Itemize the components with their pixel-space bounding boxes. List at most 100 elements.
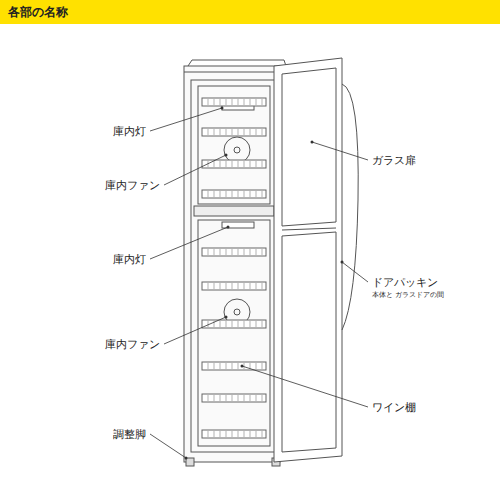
shelf-slat [262, 363, 263, 369]
shelf-slat [244, 129, 245, 135]
shelf-slat [244, 191, 245, 197]
shelf-slat [244, 395, 245, 401]
shelf-slat [256, 191, 257, 197]
shelf-slat [238, 161, 239, 167]
shelf-slat [238, 363, 239, 369]
part-label: 調整脚 [113, 428, 146, 441]
shelf-slat [214, 161, 215, 167]
shelf-slat [232, 363, 233, 369]
shelf-slat [244, 283, 245, 289]
part-label: ワイン棚 [372, 401, 416, 414]
shelf-slat [232, 99, 233, 105]
shelf [202, 394, 266, 402]
shelf-slat [208, 191, 209, 197]
shelf-slat [244, 161, 245, 167]
shelf-slat [214, 363, 215, 369]
shelf-slat [232, 321, 233, 327]
shelf-slat [250, 395, 251, 401]
shelf-slat [244, 249, 245, 255]
shelf-slat [238, 191, 239, 197]
shelf-slat [256, 395, 257, 401]
shelf-slat [244, 363, 245, 369]
shelf-slat [256, 283, 257, 289]
shelf-slat [250, 161, 251, 167]
shelf [202, 430, 266, 438]
shelf-slat [214, 283, 215, 289]
sub-note: 本体と ガラスドアの間 [372, 291, 444, 299]
shelf-slat [232, 249, 233, 255]
shelf-slat [244, 99, 245, 105]
shelf-slat [208, 431, 209, 437]
shelf-slat [256, 363, 257, 369]
shelf-slat [256, 431, 257, 437]
shelf-slat [238, 129, 239, 135]
shelf-slat [220, 161, 221, 167]
shelf-slat [226, 321, 227, 327]
shelf-slat [226, 161, 227, 167]
shelf-slat [214, 249, 215, 255]
leader-dots [185, 107, 344, 460]
shelf-slat [208, 363, 209, 369]
shelf-slat [238, 321, 239, 327]
shelf-slat [226, 249, 227, 255]
part-label: 庫内ファン [105, 179, 160, 192]
shelf-slat [262, 249, 263, 255]
part-label: ドアパッキン [372, 276, 438, 289]
shelf-slat [262, 161, 263, 167]
shelf-slat [262, 99, 263, 105]
cabinet-drawing [184, 58, 358, 466]
shelf-slat [238, 249, 239, 255]
shelf-slat [208, 99, 209, 105]
shelf-slat [214, 431, 215, 437]
shelf-slat [220, 191, 221, 197]
shelf-slat [256, 161, 257, 167]
shelf-slat [256, 99, 257, 105]
shelf-slat [262, 395, 263, 401]
part-label: 庫内灯 [113, 253, 146, 266]
shelf-slat [256, 321, 257, 327]
shelf-slat [256, 129, 257, 135]
shelf-slat [238, 283, 239, 289]
shelf-slat [208, 283, 209, 289]
shelf-slat [220, 249, 221, 255]
shelf [202, 160, 266, 168]
shelf-slat [262, 129, 263, 135]
shelf-slat [226, 191, 227, 197]
title: 各部の名称 [8, 4, 68, 21]
shelf [202, 320, 266, 328]
shelf-slat [226, 283, 227, 289]
shelf-slat [256, 249, 257, 255]
shelf [202, 248, 266, 256]
shelf-slat [232, 395, 233, 401]
leader-lines [150, 108, 368, 458]
shelf-slat [214, 191, 215, 197]
shelf-slat [250, 129, 251, 135]
shelf-slat [220, 129, 221, 135]
shelf-slat [208, 129, 209, 135]
shelf-slat [238, 99, 239, 105]
shelf-slat [214, 99, 215, 105]
shelf-slat [250, 191, 251, 197]
shelf-slat [214, 395, 215, 401]
shelf [202, 362, 266, 370]
shelf-slat [250, 321, 251, 327]
shelf [202, 128, 266, 136]
shelf-slat [226, 363, 227, 369]
shelf-slat [244, 431, 245, 437]
shelf-slat [232, 161, 233, 167]
shelf-slat [250, 99, 251, 105]
shelf-slat [250, 249, 251, 255]
shelf [202, 190, 266, 198]
header-bar [0, 0, 500, 24]
shelf-slat [226, 129, 227, 135]
shelf [202, 282, 266, 290]
shelf-slat [262, 431, 263, 437]
shelf-slat [226, 99, 227, 105]
shelf-slat [208, 249, 209, 255]
shelf-slat [220, 363, 221, 369]
shelf-slat [232, 191, 233, 197]
part-label: ガラス扉 [372, 154, 416, 167]
shelf-slat [220, 395, 221, 401]
